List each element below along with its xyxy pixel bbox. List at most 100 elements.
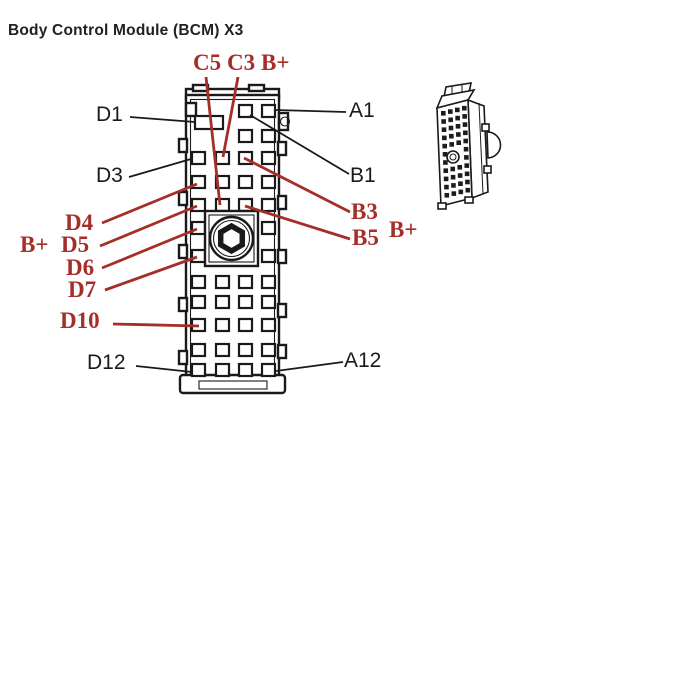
pin-B4 (237, 174, 254, 190)
thumb-pin-square (442, 152, 448, 157)
pin-label-b1: B1 (350, 164, 376, 187)
shell-bottom-bar (198, 380, 268, 390)
thumb-side-rail (478, 102, 484, 195)
shell-bottom-lip (178, 373, 287, 395)
thumb-pin-square (448, 109, 453, 114)
leader-d4 (101, 182, 198, 225)
pin-A12 (260, 362, 277, 378)
thumb-pin-square (450, 166, 456, 172)
thumb-pin-square (442, 143, 447, 149)
leader-d6 (101, 227, 198, 270)
thumb-pin-square (441, 111, 446, 116)
leader-b3 (243, 156, 351, 214)
pin-A1 (260, 103, 277, 119)
pin-A4 (260, 174, 277, 190)
pin-label-d6: D6 (66, 255, 95, 280)
thumb-bolt-knob (446, 150, 460, 164)
shell-tab (276, 302, 288, 319)
pin-B1 (237, 103, 254, 119)
shell-tab (177, 296, 189, 313)
pin-B8 (237, 274, 254, 290)
pin-B11 (237, 342, 254, 358)
pin-C4 (214, 174, 231, 190)
shell-top-notch-right (247, 83, 266, 93)
shell-latch-hole (279, 116, 291, 127)
leader-c3 (221, 76, 240, 158)
thumb-pin-square (450, 174, 456, 180)
thumb-pin-square (443, 176, 449, 182)
thumb-pin-grid (441, 105, 471, 198)
thumb-pin-square (462, 114, 467, 119)
thumb-side-tab (481, 123, 490, 132)
thumb-pin-square (455, 107, 460, 113)
pin-label-d1: D1 (96, 103, 123, 126)
thumb-pin-square (464, 163, 470, 168)
pin-B2 (237, 128, 254, 144)
page-title: Body Control Module (BCM) X3 (8, 22, 244, 39)
pin-D12 (190, 362, 207, 378)
thumb-pin-square (441, 127, 447, 132)
leader-d10 (112, 322, 200, 328)
leader-d12 (135, 365, 193, 373)
thumb-pin-square (443, 168, 449, 173)
thumb-pin-square (464, 171, 470, 177)
connector-3d-thumbnail (435, 82, 502, 210)
shell-tab (177, 349, 189, 366)
pin-C11 (214, 342, 231, 358)
leader-d5 (99, 204, 198, 248)
thumb-pin-square (464, 155, 469, 160)
leader-a12 (275, 361, 344, 372)
pin-D9 (190, 294, 207, 310)
thumb-pin-square (465, 187, 471, 193)
shell-tab (177, 190, 189, 207)
thumb-bolt-knob-inner (449, 153, 457, 161)
thumb-pin-square (448, 117, 453, 123)
pin-A10 (260, 317, 277, 333)
black-leader-lines (128, 109, 350, 373)
thumb-pin-square (444, 193, 450, 198)
shell-slot (184, 101, 198, 118)
pin-C9 (214, 294, 231, 310)
pin-label-a12: A12 (344, 349, 382, 372)
leader-c5 (204, 76, 222, 206)
thumb-pin-square (457, 165, 463, 170)
pin-A5 (260, 197, 277, 213)
leader-d7 (104, 255, 198, 292)
bolt-ring-inner (212, 219, 251, 258)
thumb-pin-square (458, 181, 463, 186)
thumb-pin-square (449, 142, 454, 147)
thumb-pin-square (457, 173, 463, 178)
thumb-pin-square (451, 191, 457, 196)
red-leader-lines (99, 76, 351, 328)
thumb-pin-square (462, 122, 468, 127)
pin-C10 (214, 317, 231, 333)
leader-b5 (244, 204, 351, 241)
pin-D8 (190, 274, 207, 290)
pin-A8 (260, 274, 277, 290)
thumb-pin-square (455, 124, 461, 129)
pin-D5 (190, 197, 207, 213)
pin-label-d4: D4 (65, 210, 94, 235)
bolt-hex-nut (217, 222, 246, 255)
pin-C8 (214, 274, 231, 290)
bplus-label-right: B+ (389, 217, 418, 242)
thumb-side-tab (483, 165, 492, 174)
pin-B12 (237, 362, 254, 378)
thumb-cylinder (486, 131, 502, 159)
pin-A3 (260, 150, 277, 166)
bplus-label-left: B+ (20, 232, 49, 257)
leader-a1 (275, 109, 347, 113)
pin-D3 (190, 150, 207, 166)
thumb-pin-square (448, 125, 454, 131)
thumb-pin-square (456, 132, 461, 137)
pin-D7 (190, 248, 207, 264)
pin-label-d12: D12 (87, 351, 126, 374)
pin-d1-wide-terminal (193, 114, 225, 131)
shell-tab (177, 137, 189, 154)
thumb-foot (464, 196, 474, 204)
pin-C12 (214, 362, 231, 378)
thumb-pin-square (455, 115, 460, 121)
thumb-pin-square (456, 140, 461, 145)
pin-label-c3: C3 (227, 50, 256, 75)
